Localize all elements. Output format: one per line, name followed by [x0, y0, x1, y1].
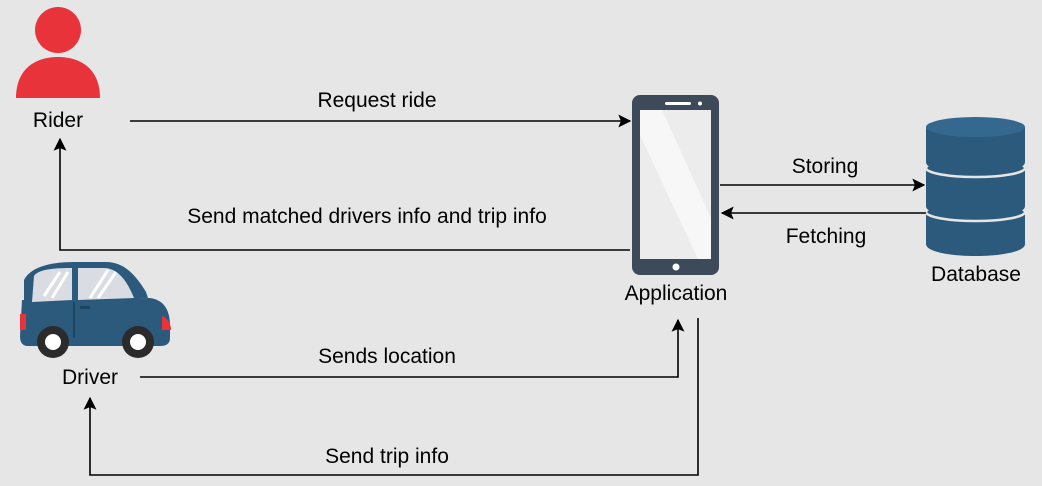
- edge-sends-location: Sends location: [140, 318, 685, 378]
- car-icon: [20, 262, 171, 358]
- smartphone-icon: [632, 95, 719, 275]
- driver-label: Driver: [62, 366, 118, 389]
- edge-request-ride: Request ride: [130, 89, 632, 128]
- edge-label-sends-location: Sends location: [318, 345, 456, 368]
- edge-send-matched-drivers: Send matched drivers info and trip info: [53, 137, 630, 251]
- database-icon: [924, 117, 1027, 256]
- edge-label-fetching: Fetching: [786, 225, 867, 248]
- edge-send-trip-info: Send trip info: [83, 318, 699, 476]
- edge-label-storing: Storing: [792, 155, 859, 178]
- rider-label: Rider: [33, 109, 83, 132]
- application-label: Application: [625, 282, 728, 305]
- edge-storing: Storing: [720, 155, 926, 192]
- edge-fetching: Fetching: [720, 206, 926, 248]
- rider-icon: [16, 7, 100, 98]
- edge-label-request-ride: Request ride: [317, 89, 436, 112]
- edge-label-send-trip-info: Send trip info: [325, 445, 449, 468]
- edge-label-send-matched-drivers: Send matched drivers info and trip info: [187, 205, 547, 228]
- database-label: Database: [931, 263, 1021, 286]
